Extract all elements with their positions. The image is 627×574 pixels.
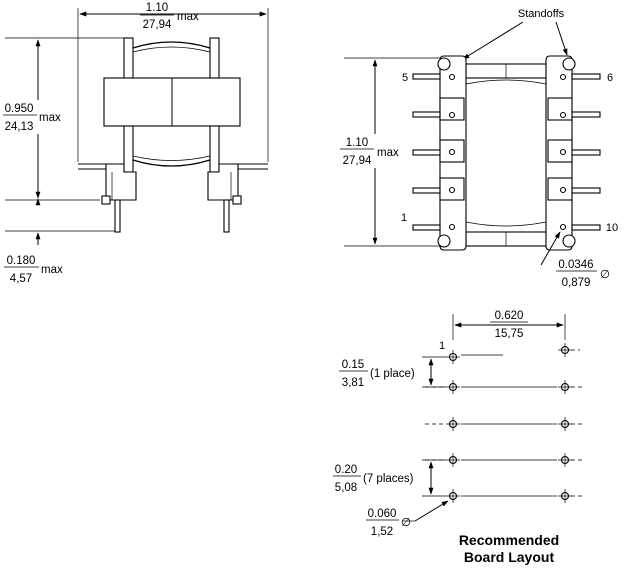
standoffs-label: Standoffs (518, 8, 565, 20)
pitch-mm-label: 5,08 (335, 482, 357, 494)
side-view: 1.10 27,94 max 0.950 24,13 max 0.180 4,5… (2, 2, 269, 285)
width-max-label: max (177, 11, 199, 23)
first-pitch-note: (1 place) (370, 368, 415, 380)
hole-right-2 (558, 380, 572, 394)
pin-dia-leader (540, 231, 561, 266)
pin-dia-mm-label: 0,879 (562, 277, 591, 289)
pin-10-label: 10 (606, 222, 618, 234)
hole-dia-symbol: ∅ (401, 517, 411, 529)
hole-left-4 (446, 453, 460, 467)
pin-length-mm-label: 4,57 (10, 273, 32, 285)
side-pin-left (114, 199, 121, 233)
pin-6-label: 6 (607, 72, 613, 84)
hole-right-3 (558, 417, 572, 431)
standoff-leader-left (462, 21, 524, 60)
board-layout-title-line2: Board Layout (464, 549, 555, 565)
board-layout: 0.620 15,75 1 (333, 310, 582, 565)
hole-dia-mm-label: 1,52 (371, 526, 393, 538)
row-spacing-in-label: 0.620 (495, 310, 524, 322)
bobbin-bottom-outline (412, 55, 601, 251)
height-in-label: 0.950 (5, 103, 34, 115)
first-pitch-mm-label: 3,81 (342, 377, 364, 389)
hole-grid (425, 343, 582, 503)
pin-length-in-label: 0.180 (7, 255, 36, 267)
width-in-label: 1.10 (146, 2, 168, 14)
bobbin-side-outline (78, 37, 268, 233)
hole-right-5 (558, 489, 572, 503)
hole-dia-in-label: 0.060 (368, 508, 397, 520)
hole-dia-leader (414, 500, 449, 522)
pin-5-label: 5 (402, 72, 408, 84)
pitch-in-label: 0.20 (335, 464, 357, 476)
height-mm-label: 24,13 (5, 121, 34, 133)
row-spacing-mm-label: 15,75 (495, 328, 524, 340)
length-in-label: 1.10 (346, 137, 368, 149)
hole-left-5 (446, 489, 460, 503)
board-pin-1-label: 1 (439, 340, 445, 352)
hole-left-3 (446, 417, 460, 431)
length-mm-label: 27,94 (343, 155, 372, 167)
hole-left-2 (446, 380, 460, 394)
length-max-label: max (377, 147, 399, 159)
hole-right-1 (558, 343, 572, 357)
pin-dia-symbol: ∅ (600, 269, 610, 281)
pin-1-label: 1 (401, 212, 407, 224)
pin-length-max-label: max (41, 264, 63, 276)
bottom-view: Standoffs 1.10 27,94 max (340, 8, 618, 289)
board-layout-title-line1: Recommended (459, 532, 559, 548)
pitch-note: (7 places) (363, 473, 414, 485)
pin-dia-in-label: 0.0346 (558, 259, 593, 271)
first-pitch-in-label: 0.15 (342, 359, 364, 371)
hole-right-4 (558, 453, 572, 467)
hole-left-1 (446, 350, 460, 364)
standoff-leader-right (555, 21, 568, 56)
side-pin-right (223, 199, 230, 233)
width-mm-label: 27,94 (143, 19, 172, 31)
height-max-label: max (39, 112, 61, 124)
